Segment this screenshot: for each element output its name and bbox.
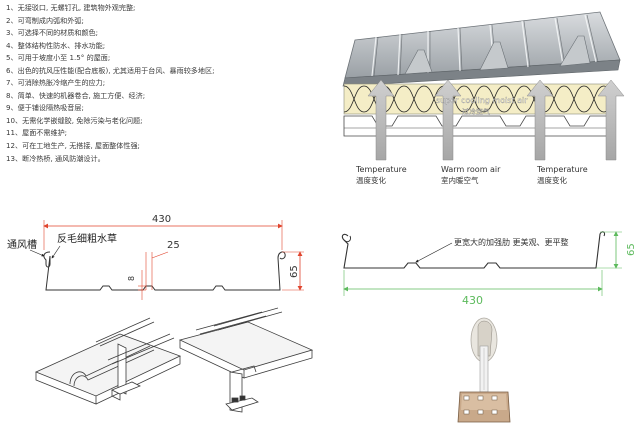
bottom-label-cn-2: 室内暖空气	[441, 175, 479, 185]
feature-item: 13、断冷热桥, 通风防潮设计。	[6, 153, 105, 163]
profile-drawing-left: 430 通风槽 反毛细粗水草 25 8 65	[7, 214, 304, 300]
clip-detail-middle	[178, 307, 314, 413]
bottom-label-cn-3: 温度变化	[537, 175, 567, 185]
bottom-label-en-1: Temperature	[355, 165, 407, 174]
rib-label: 更宽大的加强肋 更美观、更平整	[454, 237, 569, 247]
feature-item: 1、无接驳口, 无螺钉孔, 建筑物外观完整;	[6, 3, 136, 12]
feature-item: 4、整体结构性防水、排水功能;	[6, 40, 106, 50]
width-dim-left: 430	[152, 214, 171, 225]
air-flow-arrows	[367, 79, 625, 161]
profile-drawing-right: 更宽大的加强肋 更美观、更平整 65 430	[341, 231, 637, 307]
feature-item: 6、出色的抗风压性能(配合底板), 尤其适用于台风、暴雨较多地区;	[6, 65, 215, 75]
bottom-label-en-2: Warm room air	[441, 165, 501, 174]
feature-item: 12、可在工地生产, 无搭接, 屋面整体性强;	[6, 141, 140, 151]
feature-item: 5、可用于坡度小至 1.5° 的屋面;	[6, 53, 111, 63]
roof-section-diagram: super cooling moist air 过冷空气 Temperature…	[342, 11, 625, 185]
bottom-label-cn-1: 温度变化	[356, 175, 386, 185]
rib-dim: 25	[167, 240, 180, 251]
air-label-cn: 过冷空气	[462, 107, 490, 116]
clip-product-image	[457, 317, 511, 423]
sheet-profile-left	[43, 251, 286, 291]
feature-item: 10、无需化学嵌缝胶, 免除污染与老化问题;	[6, 115, 143, 125]
bottom-label-en-3: Temperature	[536, 165, 588, 174]
air-label-en: super cooling moist air	[436, 96, 528, 105]
grass-label: 反毛细粗水草	[57, 232, 117, 245]
vent-label: 通风槽	[7, 238, 37, 251]
height-dim-left: 65	[289, 265, 300, 278]
feature-item: 3、可选择不同的材质和颜色;	[6, 28, 99, 38]
feature-list: 1、无接驳口, 无螺钉孔, 建筑物外观完整; 2、可弯制成内弧和外弧; 3、可选…	[6, 2, 338, 165]
feature-item: 8、简单、快速的机器卷合, 施工方便、经济;	[6, 90, 146, 100]
feature-item: 7、可消除热胀冷缩产生的应力;	[6, 78, 106, 88]
small-dim: 8	[127, 276, 136, 281]
width-dim-right: 430	[462, 294, 483, 307]
feature-item: 9、便于铺设隔热吸音层;	[6, 103, 84, 113]
height-dim-right: 65	[626, 243, 637, 256]
feature-item: 2、可弯制成内弧和外弧;	[6, 15, 84, 25]
clip-detail-left	[34, 317, 182, 405]
feature-item: 11、屋面不需维护;	[6, 128, 68, 138]
